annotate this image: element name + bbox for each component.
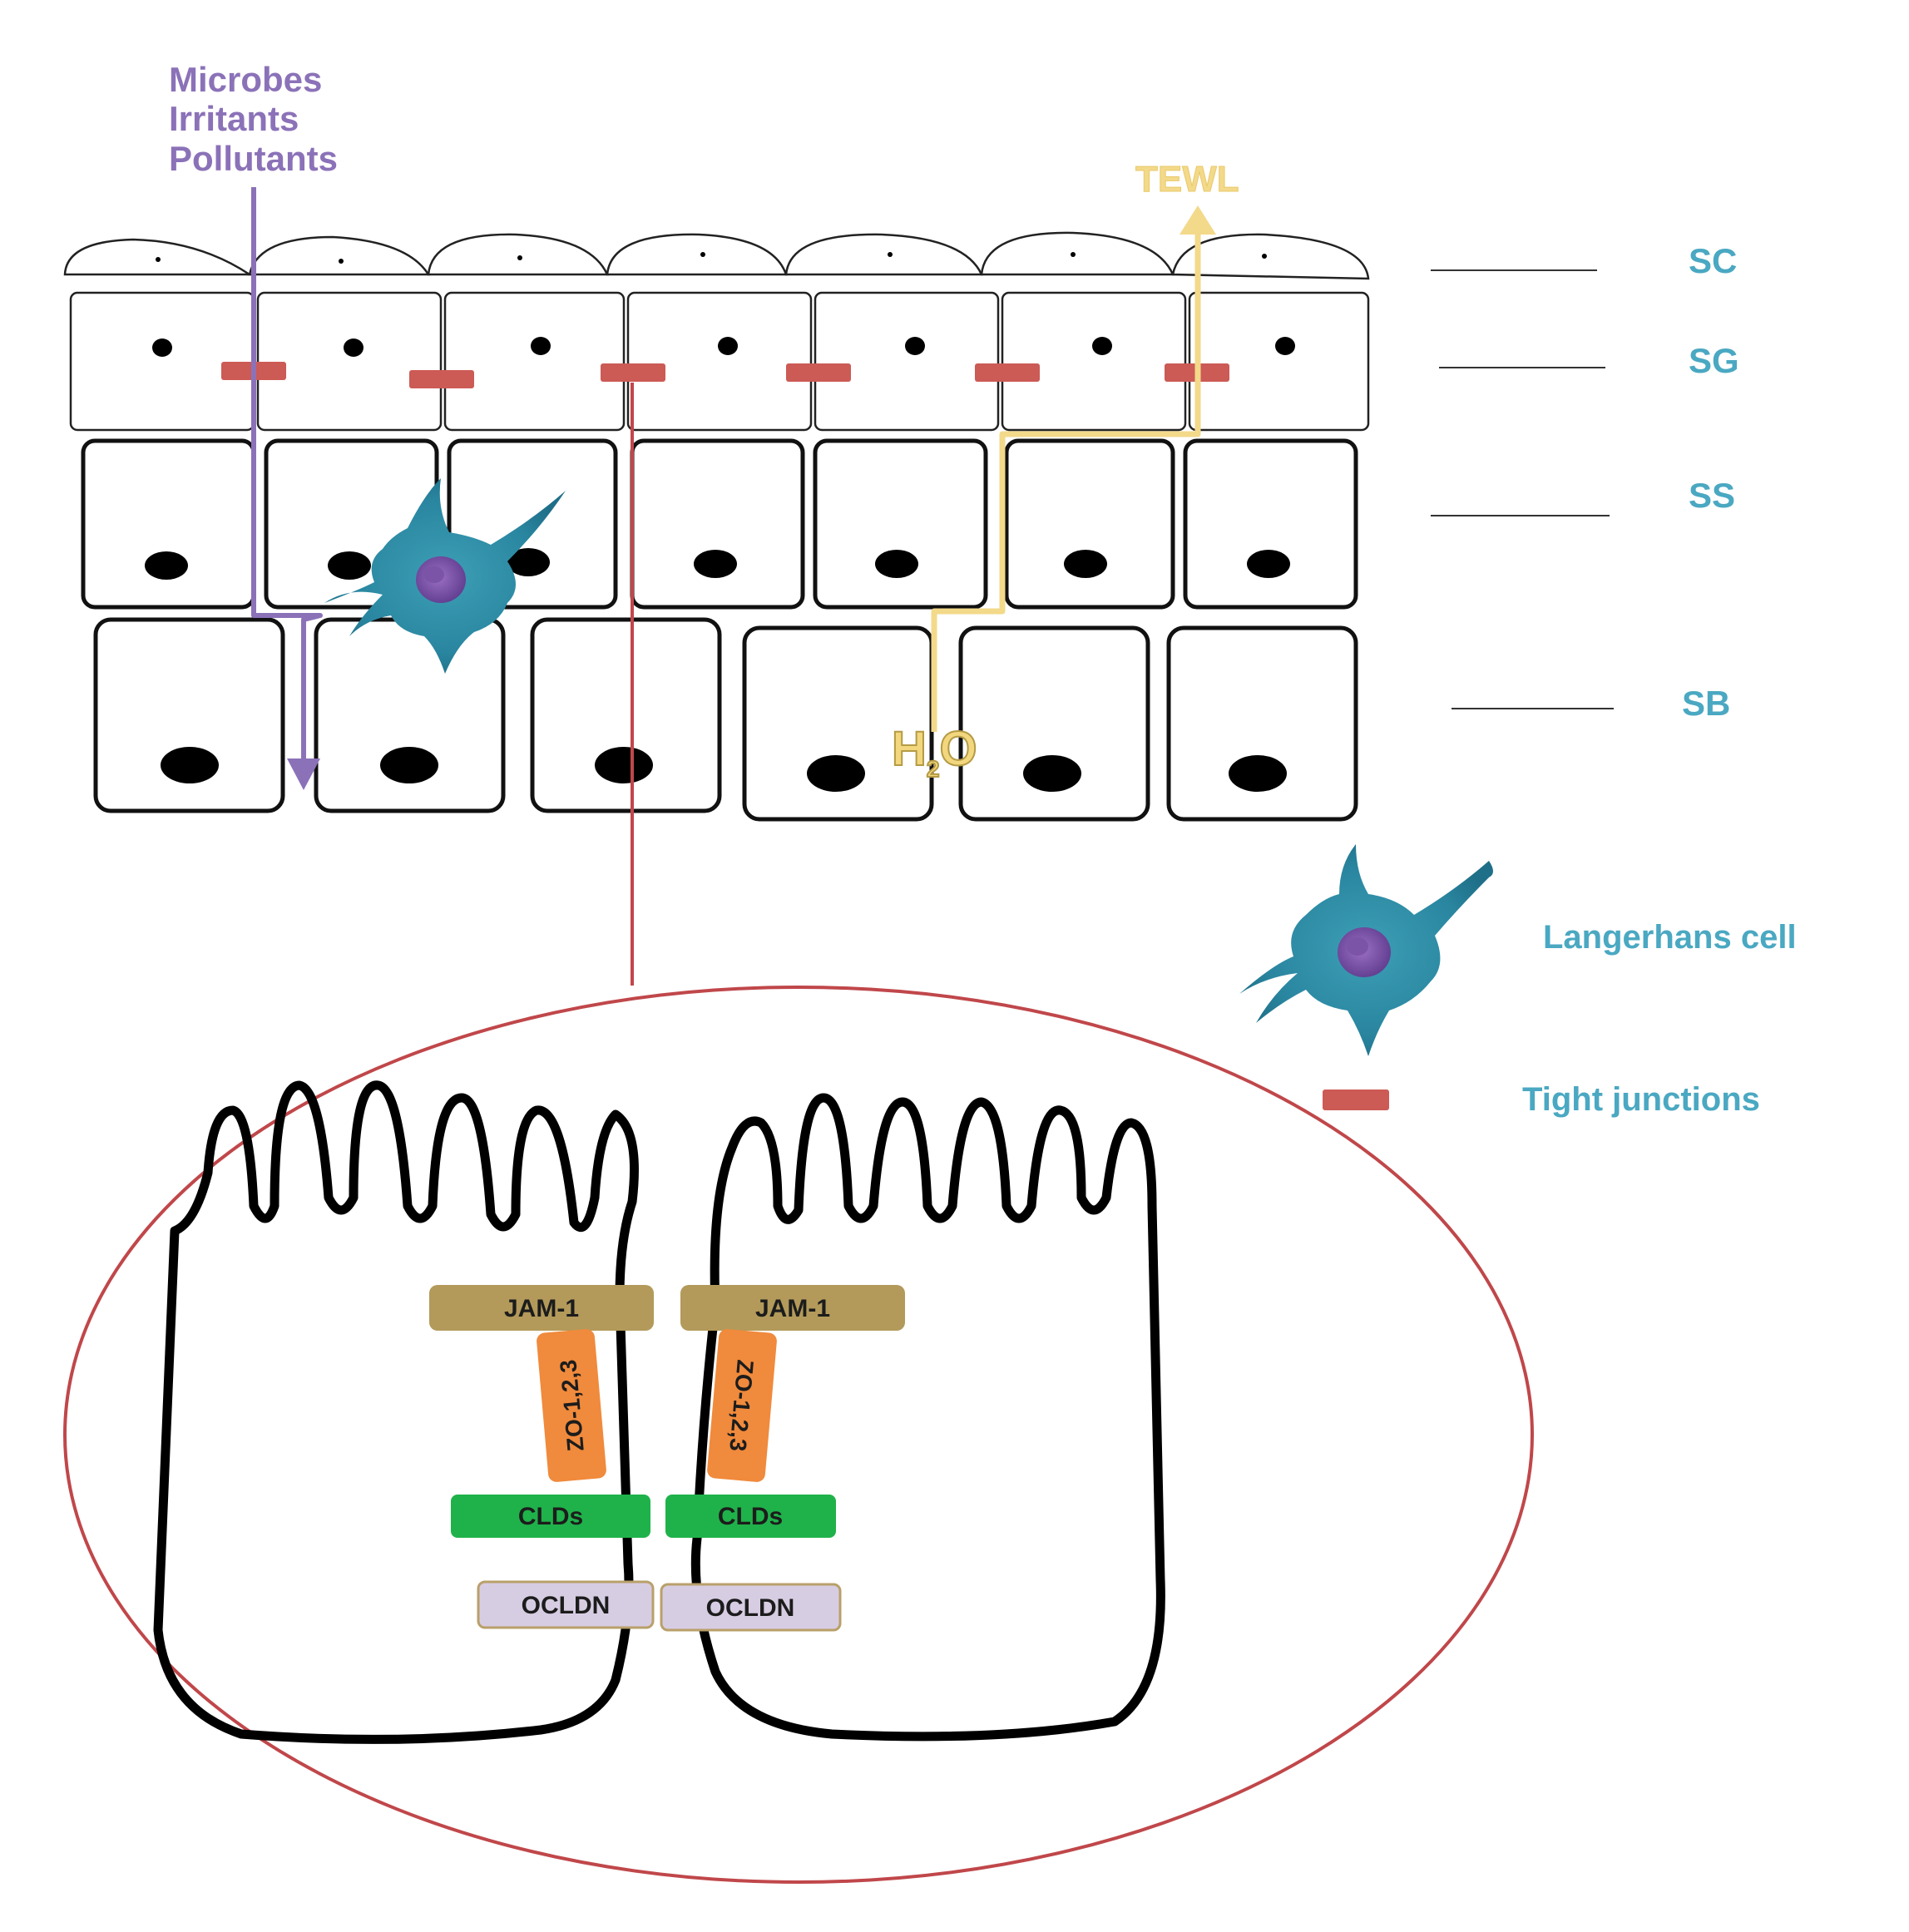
layer-label-sb: SB (1682, 684, 1730, 723)
legend: Langerhans cell Tight junctions (1239, 844, 1797, 1118)
pollutant-path (251, 187, 323, 790)
inputs-label-pollutants: Pollutants (169, 139, 338, 178)
tewl-arrowhead (1180, 205, 1216, 235)
ocldn-left-label: OCLDN (522, 1592, 611, 1619)
clds-left: CLDs (451, 1495, 650, 1538)
tight-junction-markers (221, 362, 1229, 388)
jam-1-right: JAM-1 (680, 1285, 905, 1331)
inputs-label-microbes: Microbes (169, 60, 322, 99)
ocldn-right: OCLDN (660, 1583, 842, 1632)
ocldn-right-label: OCLDN (706, 1594, 795, 1622)
legend-langerhans-icon (1239, 844, 1493, 1056)
layer-label-sg: SG (1689, 341, 1739, 380)
water-label: H2O (892, 722, 977, 782)
zo-right: ZO-1,2,3 (707, 1329, 777, 1482)
inputs-label-irritants: Irritants (169, 99, 299, 138)
stratum-granulosum (69, 291, 1370, 432)
ocldn-left: OCLDN (477, 1580, 655, 1629)
tewl-path (931, 205, 1216, 732)
legend-tight-junctions-label: Tight junctions (1522, 1081, 1760, 1118)
water-label-h: H (892, 722, 927, 776)
layer-indicators (1431, 269, 1614, 709)
stratum-spinosum (81, 438, 1358, 610)
water-label-sub: 2 (927, 756, 940, 782)
layer-label-ss: SS (1689, 476, 1735, 515)
tewl-label: TEWL (1135, 159, 1239, 200)
layer-label-sc: SC (1689, 241, 1737, 280)
jam-1-left-label: JAM-1 (504, 1295, 579, 1322)
langerhans-cell-icon (324, 478, 566, 674)
jam-1-right-label: JAM-1 (755, 1295, 830, 1322)
zoom-circle (63, 986, 1534, 1884)
legend-tight-junction-swatch (1323, 1090, 1389, 1110)
clds-right-label: CLDs (718, 1503, 783, 1530)
inputs-label: Microbes Irritants Pollutants (169, 60, 338, 178)
zo-left: ZO-1,2,3 (537, 1329, 606, 1482)
zoom-cell-right (690, 1093, 1165, 1742)
legend-langerhans-label: Langerhans cell (1543, 919, 1797, 956)
zoom-cell-left (153, 1080, 639, 1744)
water-label-o: O (939, 722, 977, 776)
clds-left-label: CLDs (518, 1503, 583, 1530)
clds-right: CLDs (665, 1495, 836, 1538)
stratum-corneum (63, 231, 1370, 280)
pollutant-arrowhead (287, 758, 320, 790)
stratum-basale (93, 617, 1358, 822)
jam-1-left: JAM-1 (429, 1285, 654, 1331)
